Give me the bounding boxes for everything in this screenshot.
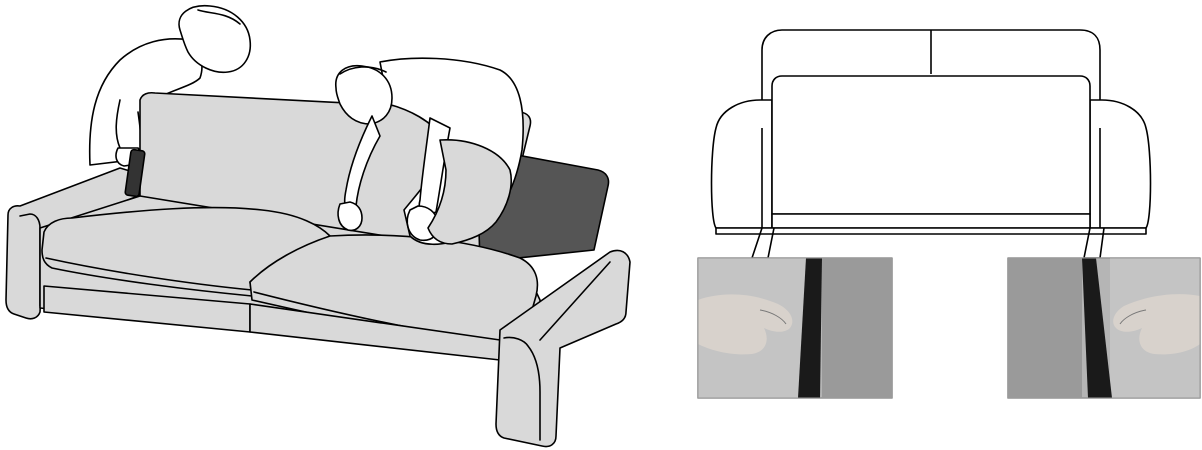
cover-being-pulled [427,139,512,245]
front-arm-right [1089,99,1152,229]
detail-photo-left [697,257,893,399]
front-seat-back [771,75,1091,215]
remote-control [124,148,146,198]
front-seat [771,213,1091,229]
person-right [335,57,524,246]
sofa-arm-right [495,249,631,448]
sofa-front-view [710,29,1152,235]
left-illustration [5,5,631,448]
detail-photo-right [1007,257,1201,399]
right-illustration [697,29,1201,399]
hand-left [698,294,793,355]
front-arm-left [710,99,773,229]
hand-right [1113,294,1200,355]
